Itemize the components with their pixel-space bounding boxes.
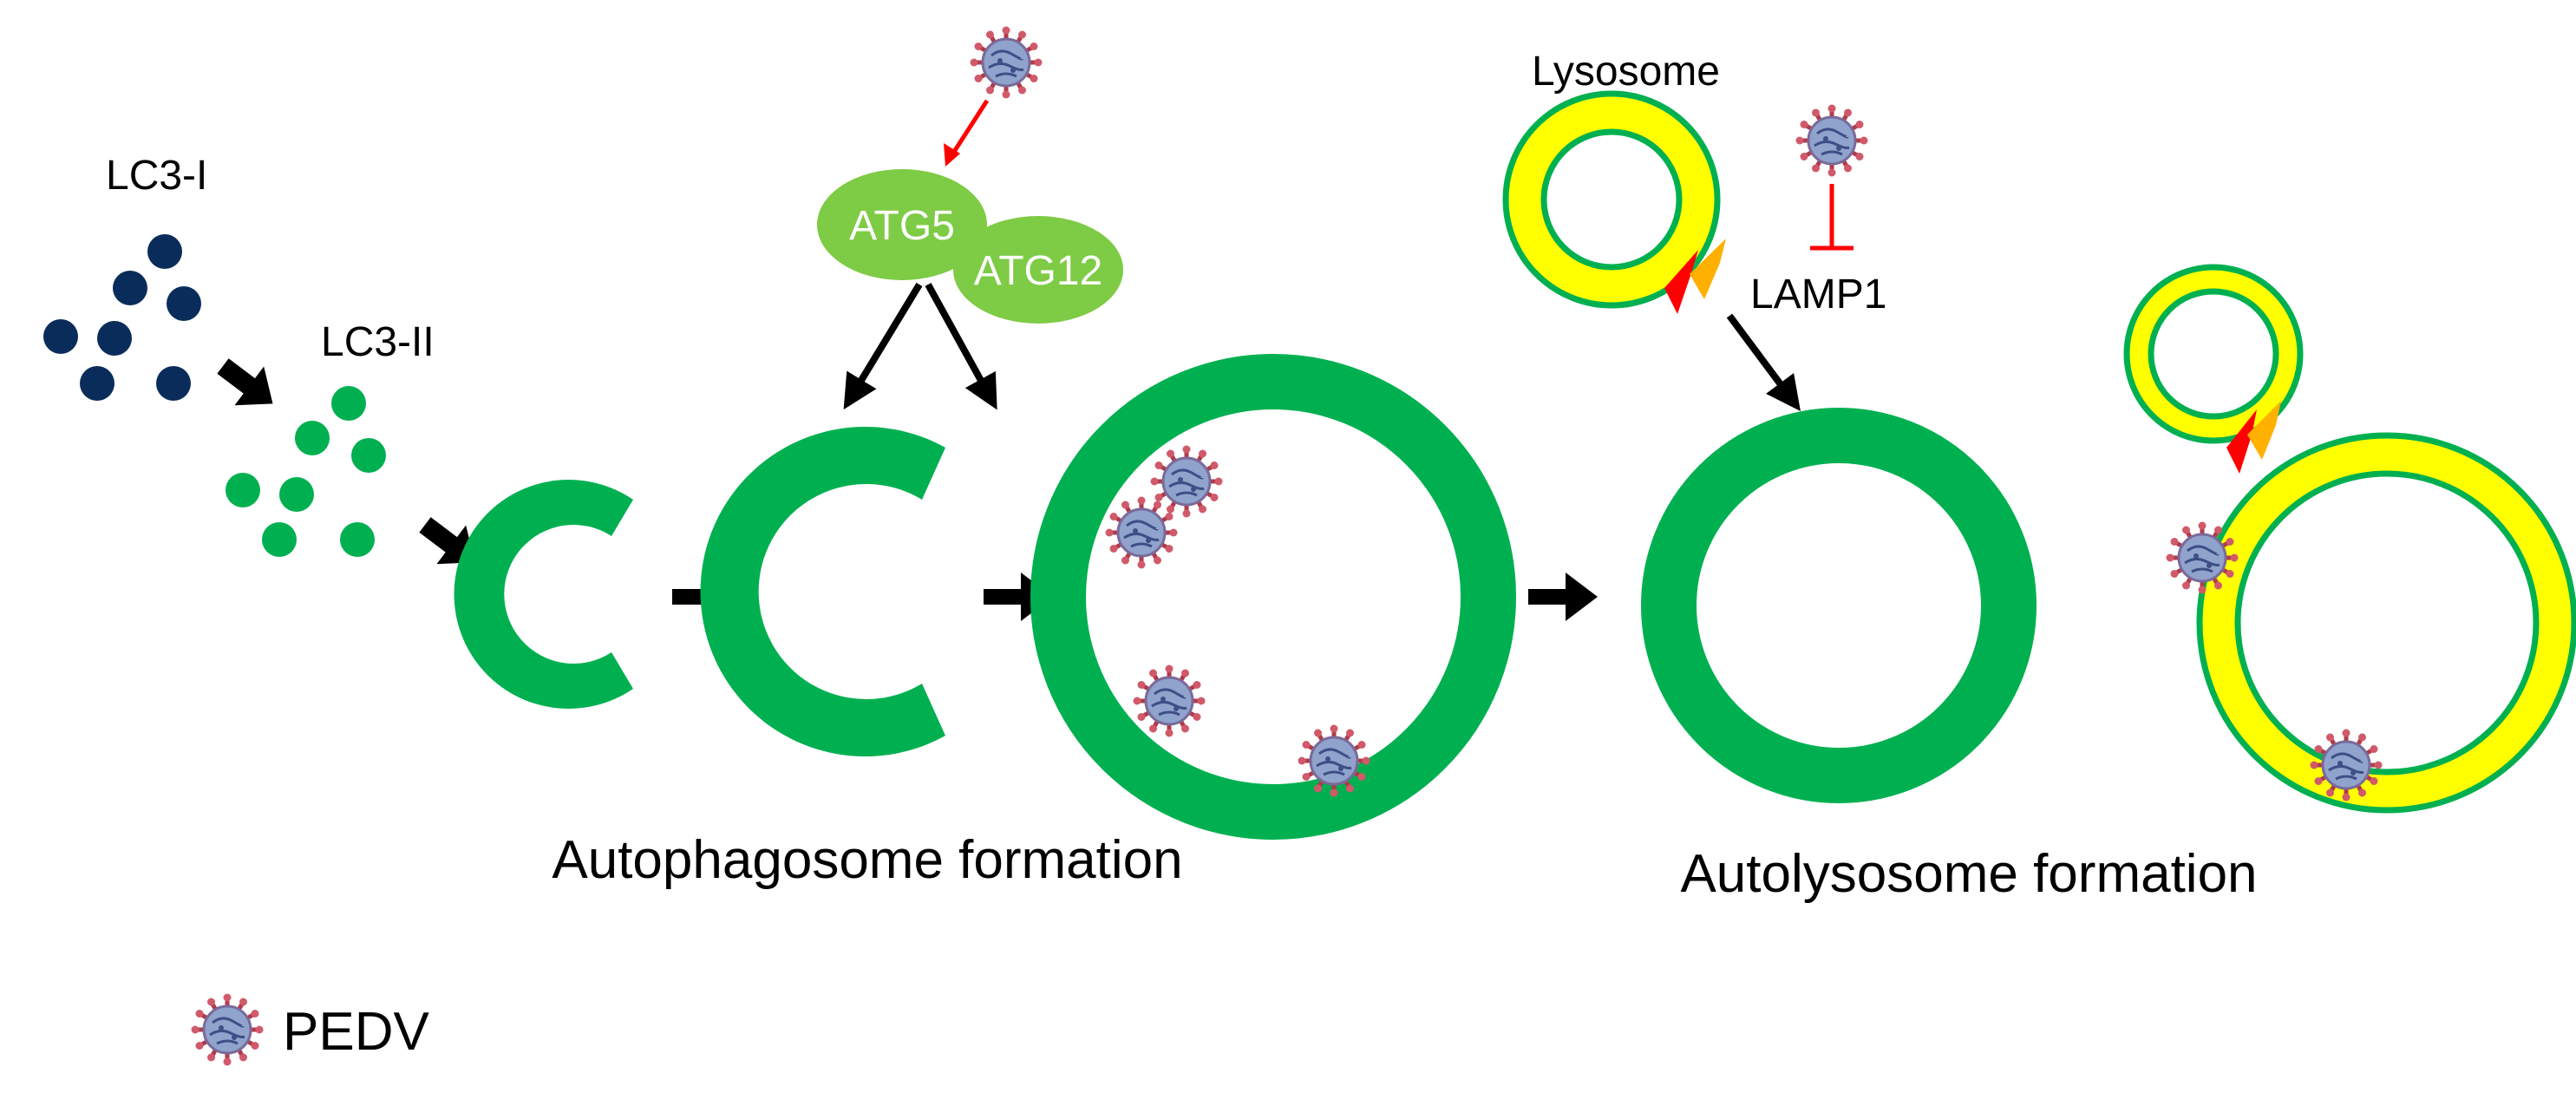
autolysosome (2123, 264, 2576, 814)
lc3-i-label: LC3-I (106, 153, 207, 199)
lc3-i-dot (80, 366, 114, 401)
lc3-ii-label: LC3-II (321, 319, 435, 365)
lc3-i-dot (97, 321, 132, 356)
lc3-ii-dot (226, 473, 260, 507)
lysosome-label: Lysosome (1532, 49, 1720, 95)
lc3-ii-cluster (226, 386, 386, 557)
inhibition-symbol (1810, 184, 1854, 251)
autophagosome (1030, 354, 1516, 840)
atg5-label: ATG5 (849, 203, 955, 249)
activation-arrow (950, 99, 990, 156)
autolysosome-formation-label: Autolysosome formation (1680, 844, 2257, 904)
lamp1-marker (2247, 401, 2281, 460)
lc3-ii-dot (262, 522, 297, 557)
lc3-ii-dot (340, 522, 375, 557)
pedv-virion-icon (1134, 665, 1206, 737)
lc3-i-dot (43, 319, 78, 354)
autophagosome-formation-label: Autophagosome formation (552, 830, 1182, 890)
lysosome-outer-membrane (1502, 90, 1721, 309)
lamp1-marker (2226, 409, 2257, 474)
phagophore-small (454, 480, 633, 709)
lamp1-label: LAMP1 (1750, 272, 1886, 317)
lysosome-lumen (2148, 288, 2279, 420)
lc3-i-cluster (43, 234, 201, 401)
lc3-ii-dot (295, 421, 330, 455)
pedv-virion-icon (1151, 446, 1223, 518)
lc3-ii-dot (279, 477, 314, 512)
atg5-complex (817, 169, 987, 280)
autophagosome-empty (1641, 408, 2037, 803)
legend: PEDV (192, 994, 429, 1066)
conversion-arrow (217, 358, 273, 406)
lysosome-inner-membrane (1540, 128, 1683, 271)
phagophore-large (700, 427, 945, 756)
pedv-virion-icon (971, 27, 1043, 99)
lc3-i-dot (167, 286, 201, 321)
elongation-arrows (843, 282, 997, 410)
lc3-i-dot (113, 271, 147, 305)
lamp1-marker (1690, 239, 1726, 299)
lamp1-marker (1664, 250, 1698, 314)
recruitment-arrow (419, 517, 475, 565)
atg12-label: ATG12 (974, 248, 1103, 294)
legend-pedv-label: PEDV (283, 1002, 429, 1062)
autolysosome-lumen (2234, 470, 2540, 776)
lc3-i-dot (147, 234, 182, 269)
lysosome (1506, 94, 1717, 305)
activation-arrowhead (944, 143, 960, 167)
progression-arrow-3 (1528, 573, 1598, 621)
pedv-virion-icon (1106, 497, 1178, 569)
pedv-virion-icon (1796, 105, 1868, 177)
atg12-complex (953, 216, 1123, 324)
lc3-ii-dot (331, 386, 366, 421)
pedv-virion-icon (192, 994, 264, 1066)
fusion-arrow (1726, 313, 1801, 412)
lc3-i-dot (156, 366, 191, 401)
lc3-ii-dot (351, 438, 386, 473)
